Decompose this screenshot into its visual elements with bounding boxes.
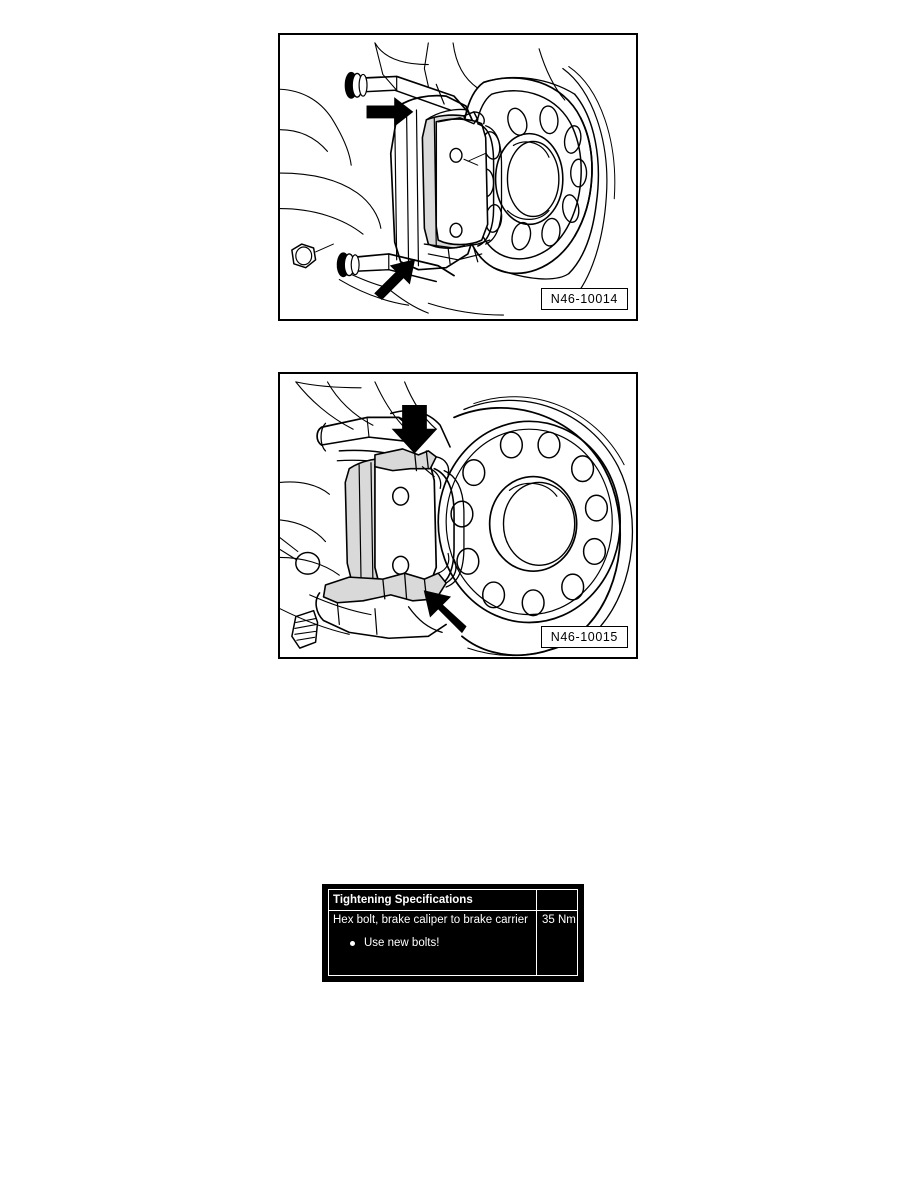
figure-brake-caliper-guide-bolts: N46-10014 <box>278 33 638 321</box>
figure-brake-pad-retaining-spring: N46-10015 <box>278 372 638 659</box>
tightening-specifications-table: Tightening Specifications Hex bolt, brak… <box>322 884 584 982</box>
spec-row-description: Hex bolt, brake caliper to brake carrier <box>333 914 528 926</box>
figure-2-caption: N46-10015 <box>540 626 628 648</box>
lower-retaining-spring-arrow <box>423 590 467 634</box>
spec-row-value: 35 Nm <box>542 914 576 926</box>
spec-table-value-header <box>537 890 577 910</box>
figure-1-illustration <box>280 42 616 316</box>
figure-2-illustration <box>280 381 634 657</box>
spec-note-text: Use new bolts! <box>364 937 440 949</box>
bullet-icon <box>350 941 355 946</box>
lower-guide-bolt-arrow <box>374 259 416 300</box>
spec-table-grid: Tightening Specifications Hex bolt, brak… <box>328 889 578 976</box>
spec-table-body-row: Hex bolt, brake caliper to brake carrier… <box>329 911 577 975</box>
upper-retaining-spring-arrow <box>391 405 438 454</box>
spec-table-header-row: Tightening Specifications <box>329 890 577 911</box>
figure-1-caption: N46-10014 <box>540 288 628 310</box>
spec-note-item: Use new bolts! <box>329 930 536 953</box>
spec-table-description-column: Hex bolt, brake caliper to brake carrier… <box>329 911 537 975</box>
upper-guide-bolt-arrow <box>366 97 414 127</box>
spec-table-title: Tightening Specifications <box>329 890 537 910</box>
